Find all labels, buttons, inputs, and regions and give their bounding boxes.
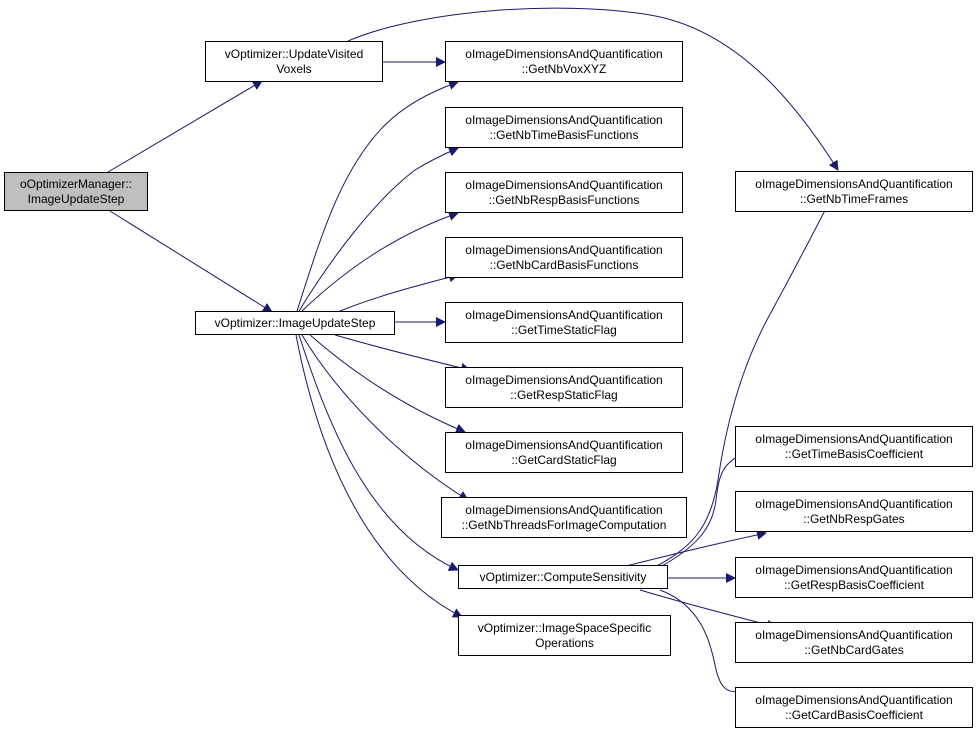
node-label-line1: oImageDimensionsAndQuantification	[465, 46, 663, 61]
edge-compute-sensitivity-to-get-nb-time-frames	[654, 186, 838, 568]
node-label-line2: Voxels	[276, 61, 312, 76]
node-label-line2: ::GetNbCardGates	[804, 642, 904, 657]
node-label-line1: vOptimizer::ImageUpdateStep	[214, 315, 376, 330]
edge-compute-sensitivity-to-get-nb-resp-gates	[621, 529, 767, 568]
node-label-line1: oImageDimensionsAndQuantification	[755, 562, 953, 577]
node-label-line2: ::GetRespStaticFlag	[510, 387, 618, 402]
edge-image-update-to-get-nb-resp-basis	[301, 211, 459, 312]
node-label-line2: ::GetNbRespGates	[803, 511, 905, 526]
node-label-line2: ::GetNbTimeBasisFunctions	[489, 127, 639, 142]
node-label-line2: ::GetRespBasisCoefficient	[784, 577, 924, 592]
edge-image-update-to-image-space-ops	[295, 334, 463, 618]
node-get-nb-vox-xyz[interactable]: oImageDimensionsAndQuantification ::GetN…	[445, 41, 683, 82]
node-label-line1: oImageDimensionsAndQuantification	[755, 496, 953, 511]
node-get-nb-card-basis-functions[interactable]: oImageDimensionsAndQuantification ::GetN…	[445, 237, 683, 278]
node-label-line2: ::GetCardStaticFlag	[511, 452, 617, 467]
node-label-line1: oImageDimensionsAndQuantification	[465, 372, 663, 387]
edge-image-update-to-get-nb-threads	[301, 334, 469, 501]
edge-update-visited-to-get-nb-time-frames	[347, 7, 839, 171]
node-get-nb-resp-gates[interactable]: oImageDimensionsAndQuantification ::GetN…	[735, 491, 973, 532]
node-label-line1: oOptimizerManager::	[19, 176, 133, 191]
node-label-line1: oImageDimensionsAndQuantification	[755, 431, 953, 446]
node-label-line1: oImageDimensionsAndQuantification	[465, 112, 663, 127]
node-label-line2: ::GetNbThreadsForImageComputation	[461, 517, 667, 532]
edge-image-update-to-get-nb-card-basis	[339, 272, 459, 312]
node-label-line1: vOptimizer::UpdateVisited	[224, 46, 364, 61]
node-label-line2: ::GetNbVoxXYZ	[521, 61, 607, 76]
node-label-line1: oImageDimensionsAndQuantification	[465, 437, 663, 452]
node-get-card-basis-coefficient[interactable]: oImageDimensionsAndQuantification ::GetC…	[735, 687, 973, 728]
node-image-space-specific-operations[interactable]: vOptimizer::ImageSpaceSpecific Operation…	[458, 615, 671, 656]
edge-root-to-update-visited	[107, 80, 263, 173]
node-optimizer-manager-image-update-step: oOptimizerManager:: ImageUpdateStep	[4, 172, 148, 211]
node-label-line1: oImageDimensionsAndQuantification	[465, 307, 663, 322]
node-get-resp-basis-coefficient[interactable]: oImageDimensionsAndQuantification ::GetR…	[735, 557, 973, 598]
edge-image-update-to-get-nb-time-basis	[298, 147, 459, 312]
node-label-line2: ::GetTimeStaticFlag	[511, 322, 617, 337]
node-get-time-basis-coefficient[interactable]: oImageDimensionsAndQuantification ::GetT…	[735, 426, 973, 467]
edge-compute-sensitivity-to-get-time-basis-coef	[659, 450, 748, 568]
node-label-line2: ::GetCardBasisCoefficient	[785, 707, 923, 722]
node-update-visited-voxels[interactable]: vOptimizer::UpdateVisited Voxels	[205, 41, 383, 82]
node-label-line2: ImageUpdateStep	[27, 191, 125, 206]
node-get-nb-resp-basis-functions[interactable]: oImageDimensionsAndQuantification ::GetN…	[445, 172, 683, 213]
node-image-update-step[interactable]: vOptimizer::ImageUpdateStep	[195, 311, 395, 335]
edge-root-to-image-update	[109, 210, 273, 313]
node-label-line1: oImageDimensionsAndQuantification	[755, 627, 953, 642]
node-label-line1: oImageDimensionsAndQuantification	[465, 177, 663, 192]
node-label-line1: oImageDimensionsAndQuantification	[465, 502, 663, 517]
node-label-line1: vOptimizer::ComputeSensitivity	[479, 569, 647, 584]
node-label-line1: oImageDimensionsAndQuantification	[755, 692, 953, 707]
node-label-line1: oImageDimensionsAndQuantification	[465, 242, 663, 257]
node-compute-sensitivity[interactable]: vOptimizer::ComputeSensitivity	[458, 565, 668, 589]
edge-image-update-to-compute-sensitivity	[298, 334, 459, 571]
edge-image-update-to-get-card-static	[309, 334, 466, 434]
node-label-line1: vOptimizer::ImageSpaceSpecific	[477, 620, 652, 635]
node-label-line2: ::GetNbTimeFrames	[799, 191, 909, 206]
node-get-card-static-flag[interactable]: oImageDimensionsAndQuantification ::GetC…	[445, 432, 683, 473]
edge-image-update-to-get-resp-static	[334, 334, 471, 373]
edge-image-update-to-get-nb-vox	[296, 80, 459, 312]
node-get-time-static-flag[interactable]: oImageDimensionsAndQuantification ::GetT…	[445, 302, 683, 343]
node-get-nb-time-basis-functions[interactable]: oImageDimensionsAndQuantification ::GetN…	[445, 107, 683, 148]
node-get-nb-card-gates[interactable]: oImageDimensionsAndQuantification ::GetN…	[735, 622, 973, 663]
node-get-resp-static-flag[interactable]: oImageDimensionsAndQuantification ::GetR…	[445, 367, 683, 408]
node-get-nb-threads-for-image-computation[interactable]: oImageDimensionsAndQuantification ::GetN…	[441, 497, 687, 538]
node-label-line2: ::GetTimeBasisCoefficient	[784, 446, 924, 461]
node-label-line2: Operations	[535, 635, 594, 650]
node-get-nb-time-frames[interactable]: oImageDimensionsAndQuantification ::GetN…	[735, 171, 973, 212]
node-label-line2: ::GetNbRespBasisFunctions	[488, 192, 640, 207]
edge-compute-sensitivity-to-get-card-basis-coef	[659, 589, 748, 698]
node-label-line2: ::GetNbCardBasisFunctions	[489, 257, 639, 272]
node-label-line1: oImageDimensionsAndQuantification	[755, 176, 953, 191]
